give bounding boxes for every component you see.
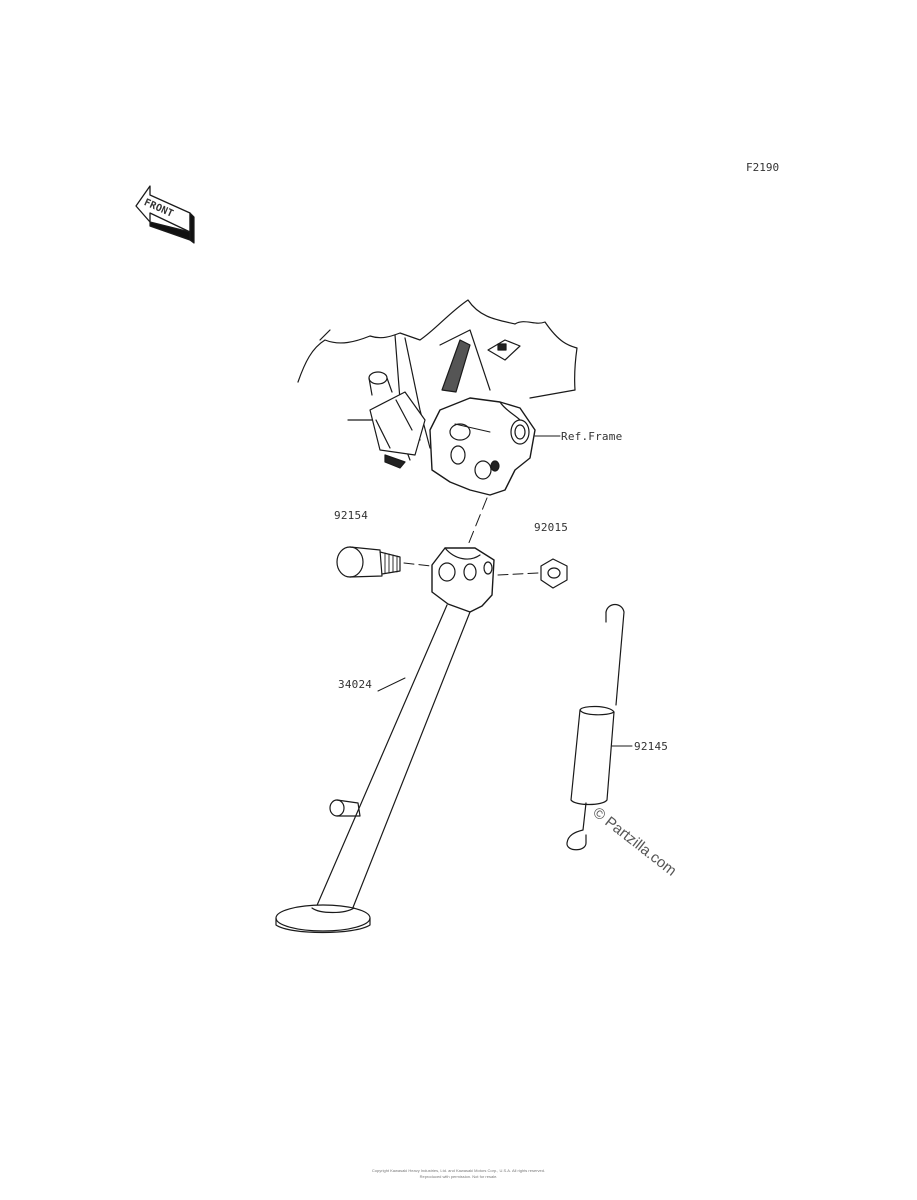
stand-34024-drawing <box>275 547 495 934</box>
front-arrow-icon <box>135 185 195 244</box>
frame-reference-drawing <box>297 299 578 496</box>
copyright-line-1: Copyright Kawasaki Heavy Industries, Ltd… <box>371 1168 546 1173</box>
spring-92145-drawing <box>566 603 625 851</box>
callout-leaders <box>377 677 633 747</box>
nut-92015-drawing <box>497 558 568 589</box>
callout-spring-92145: 92145 <box>634 740 669 753</box>
callout-nut-92015: 92015 <box>534 521 569 534</box>
callout-bolt-92154: 92154 <box>334 509 369 522</box>
copyright-line-2: Reproduced with permission. Not for resa… <box>419 1174 498 1179</box>
figure-number: F2190 <box>746 161 780 174</box>
pivot-center-line <box>467 497 488 546</box>
callout-ref-frame: Ref.Frame <box>561 430 623 443</box>
callout-stand-34024: 34024 <box>338 678 373 691</box>
bolt-92154-drawing <box>336 546 441 578</box>
